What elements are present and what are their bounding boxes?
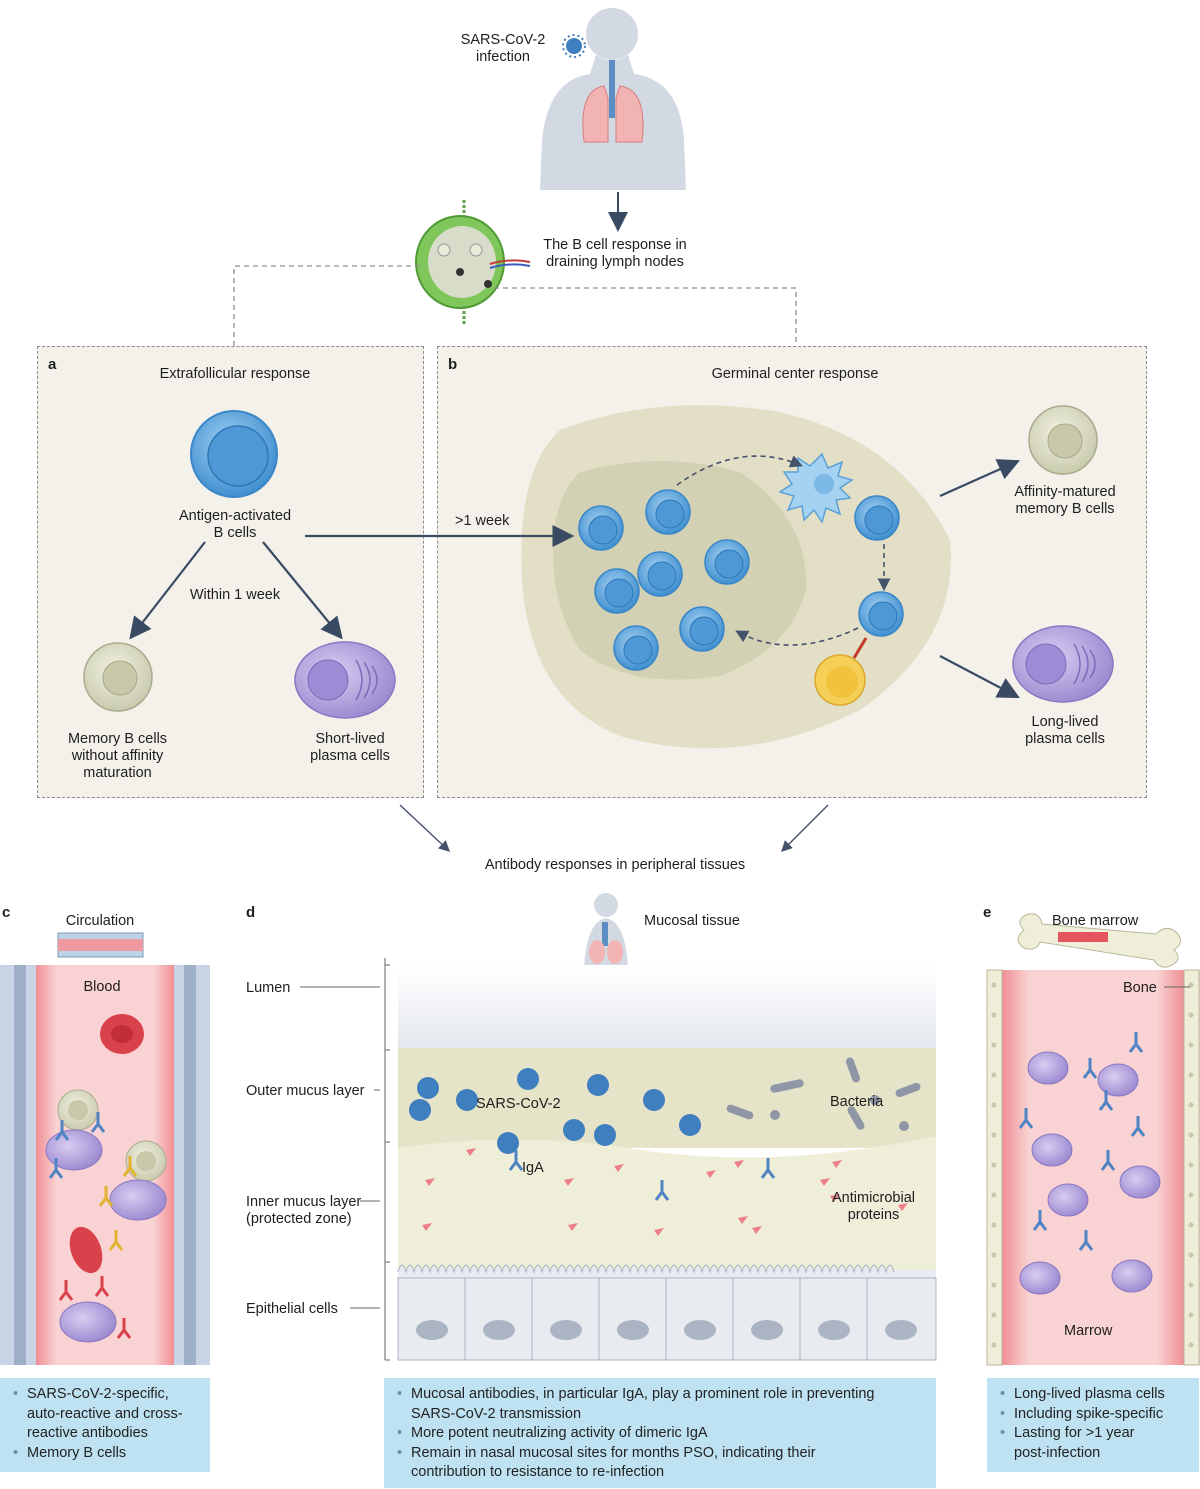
one-week-label: >1 week: [455, 513, 510, 529]
t-helper-cell-icon: [814, 637, 868, 706]
within-week-label: Within 1 week: [189, 587, 281, 603]
antigen-activated-b-cell: [190, 410, 278, 498]
antigen-activated-label: Antigen-activated B cells: [178, 508, 292, 541]
marrow-label: Marrow: [1064, 1323, 1113, 1339]
affinity-matured-memory-label: Affinity-matured memory B cells: [1014, 484, 1116, 517]
note-item: Lasting for >1 year post-infection: [999, 1424, 1187, 1463]
mucosal-tissue-illustration: [300, 893, 937, 1361]
bone-label: Bone: [1123, 980, 1157, 996]
antibody-responses-label: Antibody responses in peripheral tissues: [484, 857, 746, 873]
lymph-node-illustration: [415, 200, 531, 324]
note-item: Memory B cells: [12, 1444, 198, 1464]
note-item: Including spike-specific: [999, 1405, 1187, 1425]
panel-a-letter: a: [48, 356, 57, 373]
lymph-node-label: The B cell response in draining lymph no…: [543, 237, 687, 270]
blood-label: Blood: [83, 979, 121, 995]
panel-c-letter: c: [2, 904, 11, 921]
layer-lumen: Lumen: [246, 980, 291, 996]
infection-label: SARS-CoV-2 infection: [460, 32, 546, 65]
panel-e-notes: Long-lived plasma cells Including spike-…: [987, 1378, 1199, 1472]
long-lived-plasma-label: Long-lived plasma cells: [1025, 714, 1105, 747]
layer-outer-mucus: Outer mucus layer: [246, 1083, 365, 1099]
antimicrobial-label: Antimicrobial proteins: [832, 1190, 915, 1223]
panel-b-letter: b: [448, 356, 458, 373]
short-lived-plasma-label: Short-lived plasma cells: [310, 731, 390, 764]
affinity-matured-memory-b-cell-icon: [1028, 405, 1098, 475]
memory-b-cell-icon: [83, 642, 153, 712]
mucosal-tissue-title: Mucosal tissue: [644, 913, 740, 929]
short-lived-plasma-cell-icon: [294, 641, 396, 719]
note-item: Long-lived plasma cells: [999, 1385, 1187, 1405]
sars-cov-2-label: SARS-CoV-2: [476, 1096, 561, 1112]
note-item: SARS-CoV-2-specific, auto-reactive and c…: [12, 1385, 198, 1444]
bone-marrow-title: Bone marrow: [1052, 913, 1139, 929]
bacteria-label: Bacteria: [830, 1094, 884, 1110]
panel-e-letter: e: [983, 904, 992, 921]
layer-epithelial: Epithelial cells: [246, 1301, 338, 1317]
dendritic-cell-icon: [778, 452, 854, 524]
blood-vessel-illustration: [0, 932, 210, 1365]
panel-b-title: Germinal center response: [711, 366, 879, 382]
circulation-title: Circulation: [65, 913, 135, 929]
human-lungs-illustration: [540, 8, 686, 190]
note-item: Remain in nasal mucosal sites for months…: [396, 1444, 924, 1483]
panel-d-notes: Mucosal antibodies, in particular IgA, p…: [384, 1378, 936, 1488]
panel-a-title: Extrafollicular response: [159, 366, 311, 382]
long-lived-plasma-cell-icon: [1012, 625, 1114, 703]
note-item: Mucosal antibodies, in particular IgA, p…: [396, 1385, 924, 1424]
panel-c-notes: SARS-CoV-2-specific, auto-reactive and c…: [0, 1378, 210, 1472]
note-item: More potent neutralizing activity of dim…: [396, 1424, 924, 1444]
iga-label: IgA: [522, 1160, 544, 1176]
panel-d-letter: d: [246, 904, 256, 921]
layer-inner-mucus: Inner mucus layer (protected zone): [246, 1194, 362, 1227]
memory-without-maturation-label: Memory B cells without affinity maturati…: [67, 731, 168, 781]
bone-marrow-illustration: [986, 913, 1200, 1366]
